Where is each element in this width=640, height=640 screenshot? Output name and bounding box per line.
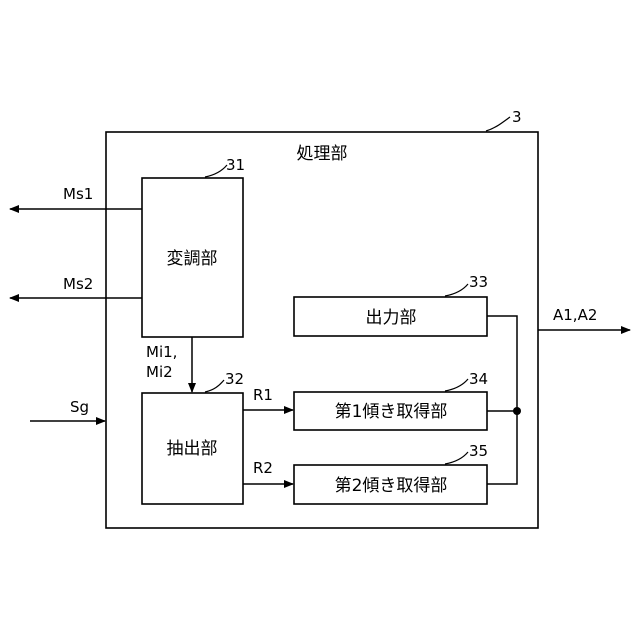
r1-label: R1: [253, 386, 273, 404]
slope2-ref: 35: [469, 442, 488, 460]
junction-dot: [513, 407, 521, 415]
mi-label-line2: Mi2: [146, 363, 173, 381]
a-output-label: A1,A2: [553, 306, 597, 324]
r2-label: R2: [253, 459, 273, 477]
modulator-ref: 31: [226, 156, 245, 174]
output-ref: 33: [469, 273, 488, 291]
processing-unit-ref: 3: [512, 108, 522, 126]
ms1-label: Ms1: [63, 185, 93, 203]
processing-unit-ref-leader: [486, 117, 510, 131]
extractor-ref: 32: [225, 370, 244, 388]
processing-unit-label: 処理部: [297, 144, 348, 164]
slope2-label: 第2傾き取得部: [335, 476, 448, 496]
mi-label-line1: Mi1,: [146, 343, 177, 361]
sg-label: Sg: [70, 398, 89, 416]
slope1-label: 第1傾き取得部: [335, 402, 448, 422]
ms2-label: Ms2: [63, 275, 93, 293]
output-label: 出力部: [366, 308, 417, 328]
slope1-ref: 34: [469, 370, 488, 388]
modulator-label: 変調部: [167, 249, 218, 269]
extractor-label: 抽出部: [167, 439, 218, 459]
